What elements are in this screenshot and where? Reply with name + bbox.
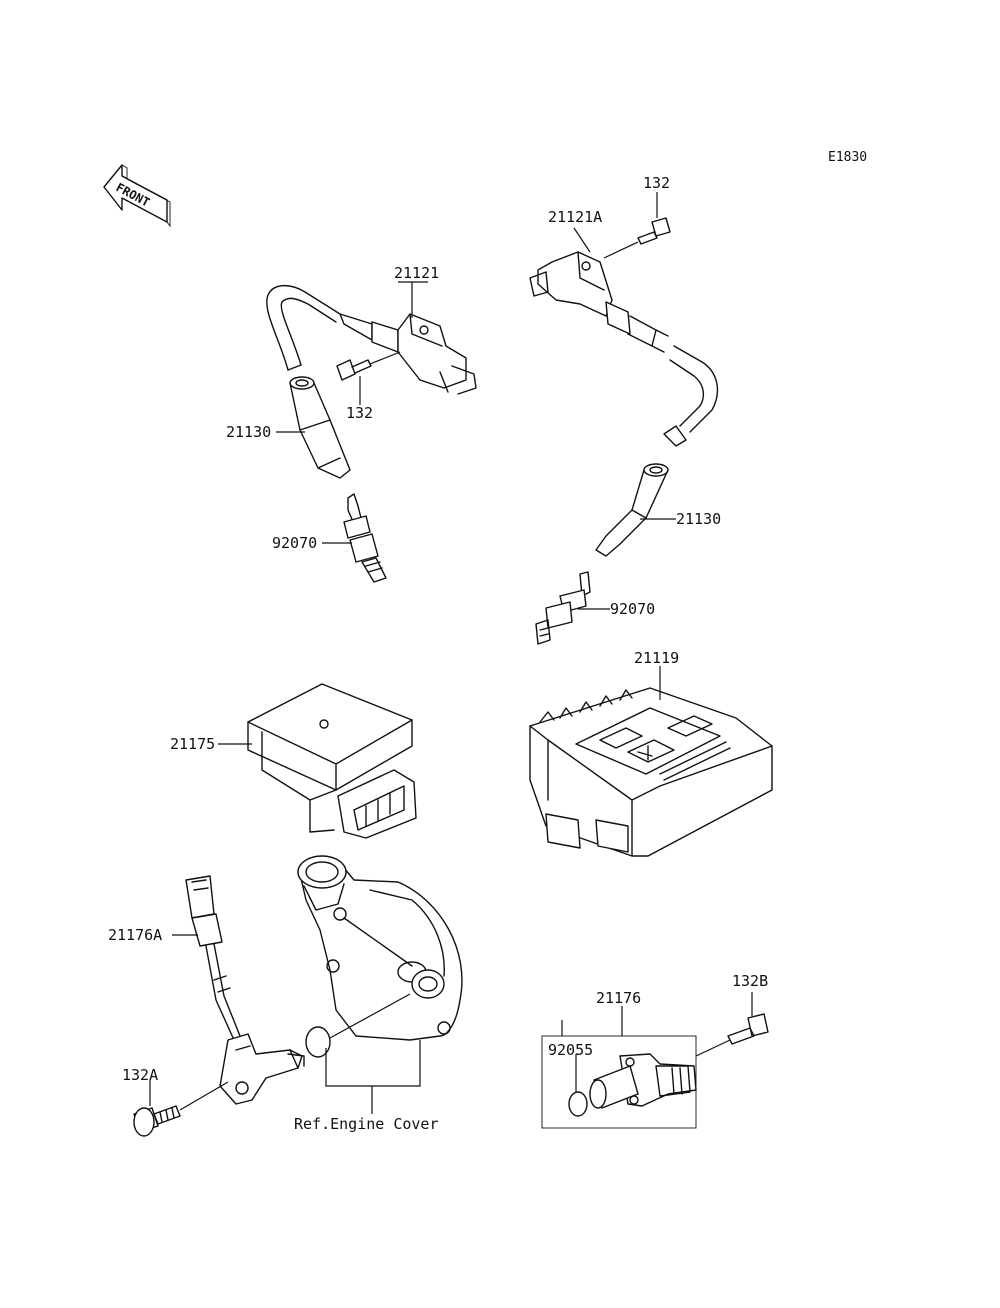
ignition-coil-left bbox=[266, 284, 477, 395]
bolt-sensor-right bbox=[727, 1013, 769, 1045]
label-bolt-left: 132 bbox=[346, 404, 373, 422]
label-oring-right: 92055 bbox=[548, 1041, 593, 1059]
bolt-sensor-left bbox=[133, 1105, 181, 1137]
label-engine-cover: Ref.Engine Cover bbox=[294, 1115, 439, 1133]
ignition-coil-right bbox=[529, 251, 719, 447]
bolt-left bbox=[336, 359, 372, 381]
regulator-unit bbox=[247, 683, 417, 839]
label-bolt-right: 132 bbox=[643, 174, 670, 192]
engine-cover bbox=[297, 855, 463, 1041]
label-bolt-sensor-right: 132B bbox=[732, 972, 768, 990]
label-regulator: 21175 bbox=[170, 735, 215, 753]
label-sensor-right: 21176 bbox=[596, 989, 641, 1007]
label-cap-left: 21130 bbox=[226, 423, 271, 441]
spark-plug-left bbox=[343, 493, 387, 583]
crank-sensor-left bbox=[185, 875, 305, 1105]
label-coil-left: 21121 bbox=[394, 264, 439, 282]
o-ring-left bbox=[305, 1026, 331, 1058]
o-ring-right bbox=[568, 1091, 588, 1117]
bolt-right bbox=[637, 217, 671, 245]
label-plug-left: 92070 bbox=[272, 534, 317, 552]
plug-cap-right bbox=[595, 463, 669, 557]
label-bolt-sensor-left: 132A bbox=[122, 1066, 158, 1084]
front-arrow-icon: FRONT bbox=[103, 164, 171, 228]
label-coil-right: 21121A bbox=[548, 208, 602, 226]
label-sensor-left: 21176A bbox=[108, 926, 162, 944]
spark-plug-right bbox=[535, 571, 591, 645]
diagram-code: E1830 bbox=[828, 150, 867, 165]
label-cap-right: 21130 bbox=[676, 510, 721, 528]
plug-cap-left bbox=[289, 376, 351, 479]
ecu-unit bbox=[529, 687, 773, 857]
label-ecu: 21119 bbox=[634, 649, 679, 667]
label-plug-right: 92070 bbox=[610, 600, 655, 618]
crank-sensor-right bbox=[589, 1053, 697, 1109]
